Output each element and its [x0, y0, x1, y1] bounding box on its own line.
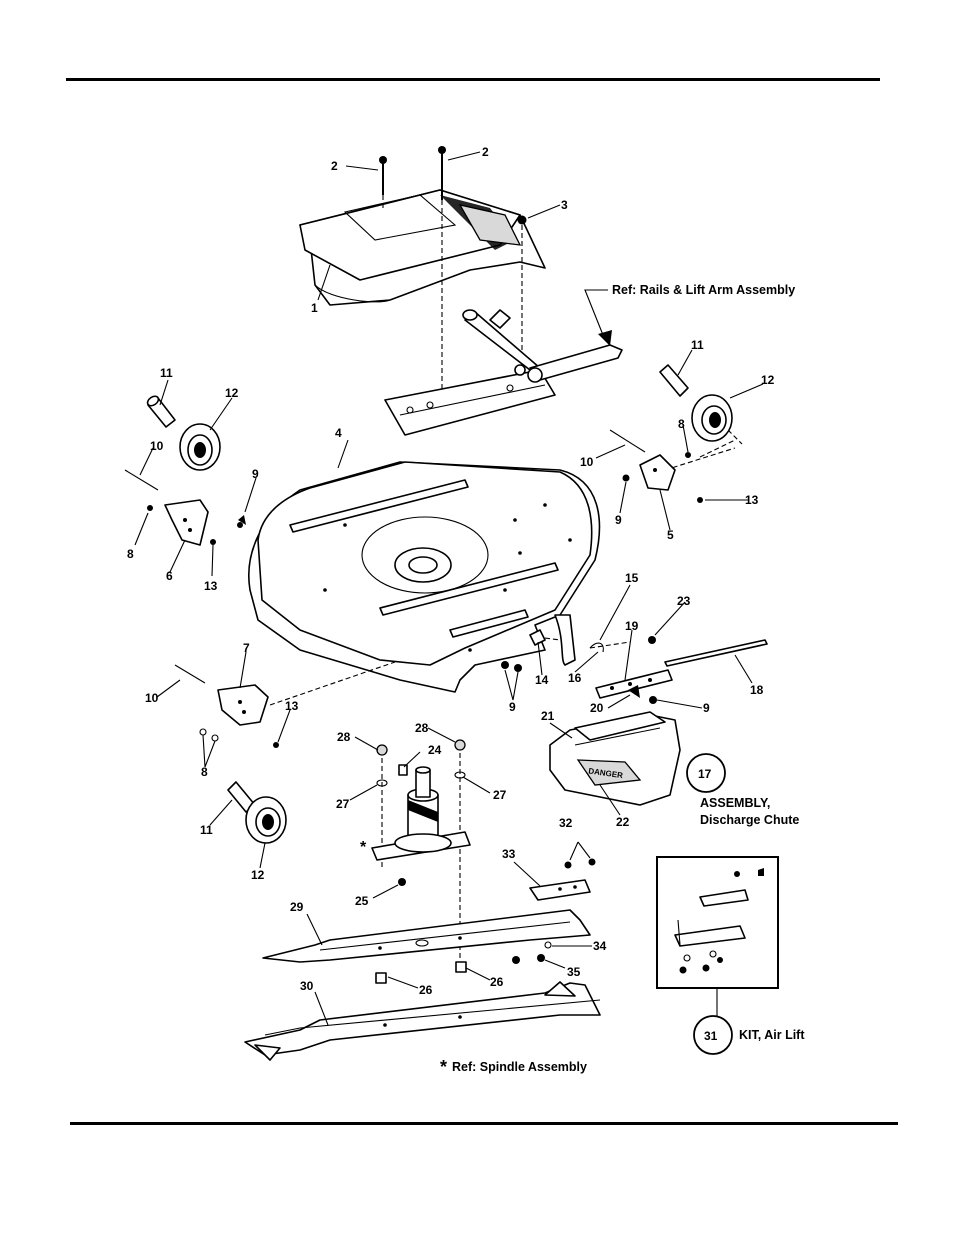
callout-32: 32 [559, 816, 573, 830]
callout-3: 3 [561, 198, 568, 212]
callout-31: 31 [704, 1029, 718, 1043]
callout-25: 25 [355, 894, 369, 908]
callout-11a: 11 [160, 366, 173, 380]
spindle-ref-asterisk: * [440, 1057, 447, 1077]
callout-29: 29 [290, 900, 304, 914]
callout-9a: 9 [252, 467, 259, 481]
callout-7: 7 [243, 641, 250, 655]
callout-30: 30 [300, 979, 314, 993]
deck-cover-part [300, 190, 545, 305]
rails-lift-arm-assembly [385, 310, 622, 435]
callout-11c: 11 [200, 823, 213, 837]
callout-10a: 10 [150, 439, 164, 453]
callout-34: 34 [593, 939, 607, 953]
callout-9b: 9 [615, 513, 622, 527]
air-lift-kit-box [657, 857, 778, 988]
callout-8b: 8 [678, 417, 685, 431]
deflector-rod-18 [665, 640, 767, 666]
callout-8a: 8 [127, 547, 134, 561]
callout-16: 16 [568, 671, 582, 685]
roller-12-upper-left [180, 424, 220, 470]
callout-24: 24 [428, 743, 442, 757]
callout-15: 15 [625, 571, 639, 585]
bracket-6 [165, 500, 208, 545]
top-rule [66, 78, 880, 81]
callout-12b: 12 [761, 373, 775, 387]
bracket-7 [218, 685, 268, 725]
discharge-chute-21: DANGER [550, 712, 680, 805]
callout-9d: 9 [703, 701, 710, 715]
callout-22: 22 [616, 815, 630, 829]
callout-14: 14 [535, 673, 549, 687]
callout-13c: 13 [285, 699, 299, 713]
anti-scalp-pin-11-upper-left [146, 394, 175, 427]
callout-23: 23 [677, 594, 691, 608]
callout-18: 18 [750, 683, 764, 697]
callout-28b: 28 [415, 721, 429, 735]
callout-21: 21 [541, 709, 555, 723]
kit-air-lift-note: KIT, Air Lift [739, 1028, 805, 1042]
spindle-assembly [372, 767, 470, 860]
callout-5: 5 [667, 528, 674, 542]
callout-26b: 26 [490, 975, 504, 989]
callout-19: 19 [625, 619, 639, 633]
ref-rails-lift-arm-note: Ref: Rails & Lift Arm Assembly [612, 283, 795, 297]
callout-27a: 27 [336, 797, 350, 811]
anti-scalp-pin-11-upper-right [660, 365, 688, 396]
callout-10c: 10 [145, 691, 159, 705]
callout-9c: 9 [509, 700, 516, 714]
mower-deck-part [249, 462, 600, 692]
callout-12a: 12 [225, 386, 239, 400]
bolt-2-left [379, 156, 387, 195]
spindle-marker-asterisk: * [360, 839, 367, 856]
callout-2b: 2 [482, 145, 489, 159]
assembly-discharge-chute-line1: ASSEMBLY, [700, 796, 770, 810]
roller-12-lower-left [246, 797, 286, 843]
spindle-ref-note: Ref: Spindle Assembly [452, 1060, 587, 1074]
callout-26a: 26 [419, 983, 433, 997]
callout-8c: 8 [201, 765, 208, 779]
air-lift-plate-33 [530, 880, 590, 900]
callout-6: 6 [166, 569, 173, 583]
callout-2a: 2 [331, 159, 338, 173]
callout-13b: 13 [745, 493, 759, 507]
callout-20: 20 [590, 701, 604, 715]
callout-10b: 10 [580, 455, 594, 469]
callout-13a: 13 [204, 579, 218, 593]
bracket-5 [640, 455, 675, 490]
assembly-discharge-chute-line2: Discharge Chute [700, 813, 799, 827]
nut-3 [518, 216, 527, 225]
callout-17: 17 [698, 767, 712, 781]
callout-33: 33 [502, 847, 516, 861]
bottom-rule [70, 1122, 898, 1125]
roller-12-upper-right [692, 395, 732, 441]
callout-35: 35 [567, 965, 581, 979]
callout-27b: 27 [493, 788, 507, 802]
callout-11b: 11 [691, 338, 704, 352]
callout-12c: 12 [251, 868, 265, 882]
callout-4: 4 [335, 426, 342, 440]
callout-28a: 28 [337, 730, 351, 744]
callout-1: 1 [311, 301, 318, 315]
